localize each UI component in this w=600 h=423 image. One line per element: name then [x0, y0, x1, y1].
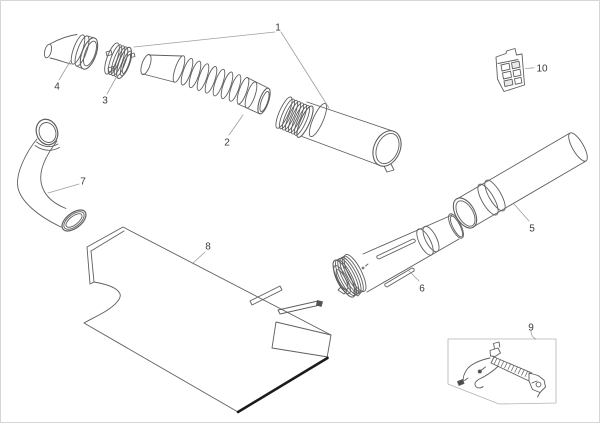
leader-8	[191, 251, 206, 265]
screw-detail	[457, 379, 465, 386]
part-8-flat-sheet	[83, 226, 332, 414]
leader-6	[407, 269, 420, 282]
part-6-vented-tube	[332, 213, 464, 298]
part-label-7: 7	[80, 177, 86, 188]
leader-3	[106, 75, 118, 95]
part-label-3: 3	[102, 96, 108, 107]
leader-lines	[47, 31, 537, 340]
leader-1-left	[133, 31, 276, 48]
sheet-dark-edge	[236, 356, 329, 414]
part-label-2: 2	[224, 138, 230, 149]
part-label-4: 4	[54, 82, 60, 93]
leader-1-right	[280, 31, 330, 109]
leader-9	[530, 330, 537, 340]
part-9-bracket-kit	[447, 338, 557, 405]
part-10-clip-plate	[495, 48, 525, 92]
part-5-lower-tube	[452, 132, 588, 229]
strip-dark-tip	[316, 300, 323, 307]
part-3-ring-nut	[104, 42, 136, 80]
leader-4	[58, 59, 72, 81]
leader-10	[525, 67, 535, 69]
leader-5	[513, 203, 530, 222]
part-label-1: 1	[275, 23, 281, 34]
part-label-5: 5	[529, 224, 535, 235]
diagram-line-art	[17, 34, 588, 414]
part-4-nozzle	[43, 34, 99, 70]
part-2-flex-hose	[140, 54, 271, 115]
part-7-elbow-tube	[17, 118, 87, 232]
part-9-kit-box	[447, 338, 557, 405]
part-label-9: 9	[528, 323, 534, 334]
part-number-labels: 1 2 3 4 5 6 7 8 9 10	[54, 23, 548, 334]
leader-2	[228, 114, 244, 136]
part-label-10: 10	[536, 64, 548, 75]
part-label-6: 6	[419, 284, 425, 295]
part-label-8: 8	[205, 242, 211, 253]
part-1-upper-blower-tube	[275, 96, 402, 173]
leader-7	[47, 183, 80, 194]
